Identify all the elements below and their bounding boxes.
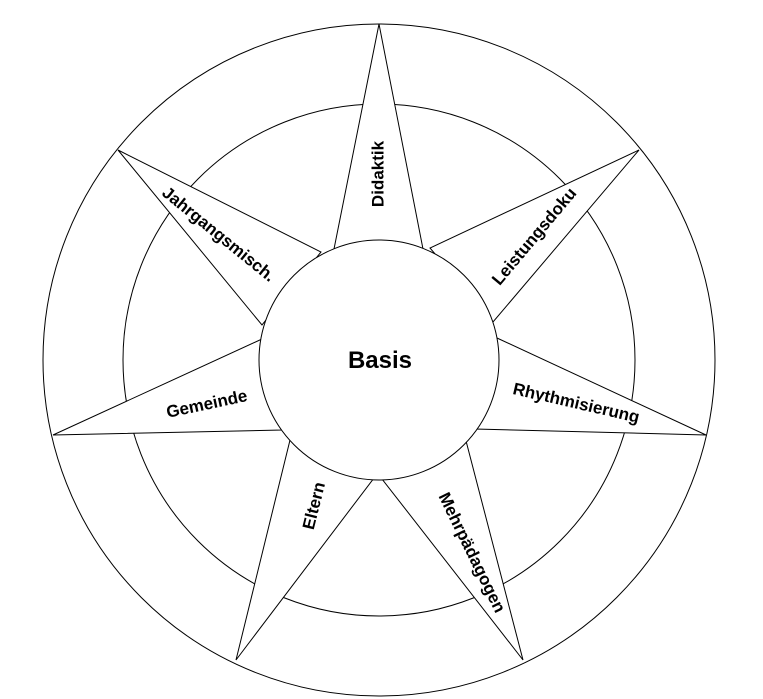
ray-didaktik xyxy=(333,23,424,250)
ray-label-didaktik: Didaktik xyxy=(368,140,387,207)
basis-hub xyxy=(258,239,500,481)
center-label: Basis xyxy=(348,347,412,374)
ray-rhythmisierung xyxy=(474,337,707,436)
